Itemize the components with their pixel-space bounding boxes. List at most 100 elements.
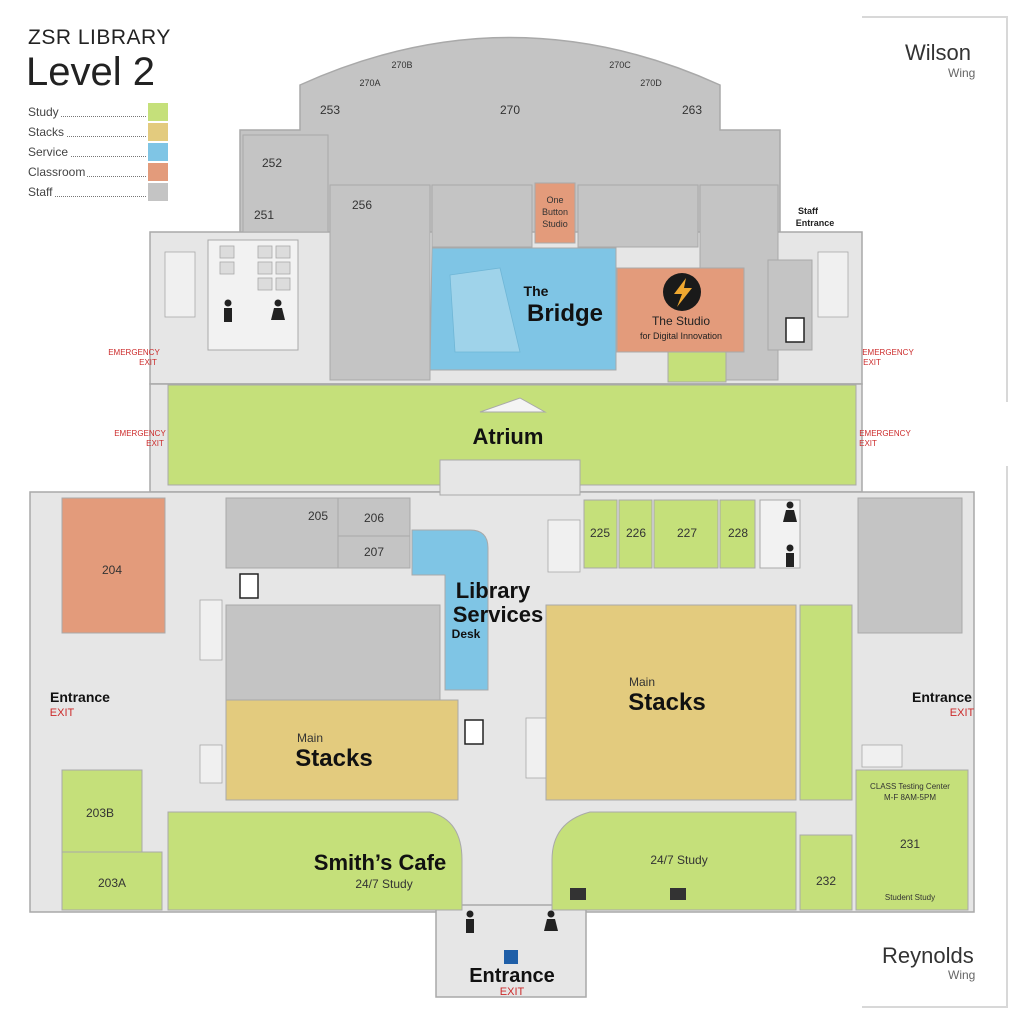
legend: Study Stacks Service Classroom Staff [28, 103, 173, 203]
wilson-wing-name: Wilson [905, 40, 972, 65]
emergency-exit-label: EXIT [863, 358, 881, 367]
staff-rooms-205-207 [225, 497, 411, 569]
entrance-main-label: Entrance [469, 965, 555, 987]
studio-sublabel: for Digital Innovation [640, 331, 722, 341]
main-stacks-right-main-label: Main [629, 675, 655, 689]
stairs [164, 251, 903, 784]
emergency-exit-label: EXIT [146, 439, 164, 448]
reynolds-wing-name: Reynolds [882, 943, 974, 968]
bridge-the-label: The [524, 283, 549, 299]
room-270-label: 270 [500, 103, 520, 117]
printer-icon [570, 888, 686, 900]
emergency-exit-label: EXIT [859, 439, 877, 448]
legend-swatch-staff [148, 183, 168, 201]
legend-item-staff: Staff [28, 183, 173, 203]
legend-swatch-service [148, 143, 168, 161]
entrance-west-label: Entrance [50, 689, 110, 705]
level-title: Level 2 [26, 50, 155, 94]
legend-label: Study [28, 105, 61, 119]
main-stacks-left [225, 699, 459, 801]
one-button-studio-room [534, 182, 576, 244]
restroom-icon [224, 299, 797, 933]
room-231-label: 231 [900, 837, 920, 851]
room-206-label: 206 [364, 511, 384, 525]
desk-label: Desk [452, 627, 481, 641]
entrance-west-exit-label: EXIT [50, 707, 75, 719]
legend-item-service: Service [28, 143, 173, 163]
room-203a-label: 203A [98, 876, 126, 890]
staff-entrance-label-1: Staff [798, 206, 819, 216]
smiths-cafe-label: Smith’s Cafe [314, 850, 446, 875]
staff-rooms-north [242, 134, 813, 381]
room-270c-label: 270C [609, 60, 631, 70]
legend-item-stacks: Stacks [28, 123, 173, 143]
study-247-east-label: 24/7 Study [650, 853, 707, 867]
room-205-label: 205 [308, 509, 328, 523]
room-256-label: 256 [352, 198, 372, 212]
class-testing-hours: M-F 8AM-5PM [884, 793, 936, 802]
study-rooms-225-228 [583, 499, 756, 569]
library-services-label-1: Library [456, 578, 531, 603]
legend-label: Staff [28, 185, 55, 199]
studio-label: The Studio [652, 314, 710, 328]
main-stacks-right-label: Stacks [628, 689, 705, 716]
legend-swatch-study [148, 103, 168, 121]
one-button-label-2: Button [542, 207, 568, 217]
entrance-east-label: Entrance [912, 689, 972, 705]
reynolds-wing-label: Wing [948, 968, 976, 982]
entrance-east-exit-label: EXIT [950, 707, 975, 719]
room-270a-label: 270A [359, 78, 380, 88]
entrance-main-exit-label: EXIT [500, 986, 525, 998]
room-253-label: 253 [320, 103, 340, 117]
room-207-label: 207 [364, 545, 384, 559]
main-stacks-left-main-label: Main [297, 731, 323, 745]
student-study-label: Student Study [885, 893, 935, 902]
emergency-exit-label: EMERGENCY [108, 348, 160, 357]
staff-entrance-label-2: Entrance [796, 218, 835, 228]
legend-label: Classroom [28, 165, 88, 179]
study-247-east [551, 811, 797, 911]
main-stacks-left-label: Stacks [295, 745, 372, 772]
emergency-exit-label: EMERGENCY [114, 429, 166, 438]
room-225-label: 225 [590, 526, 610, 540]
library-name: ZSR LIBRARY [28, 26, 171, 49]
class-testing-label: CLASS Testing Center [870, 782, 950, 791]
smiths-cafe-area [167, 811, 463, 911]
emergency-exit-label: EXIT [139, 358, 157, 367]
room-204 [61, 497, 166, 634]
legend-swatch-classroom [148, 163, 168, 181]
room-252-label: 252 [262, 156, 282, 170]
legend-item-study: Study [28, 103, 173, 123]
bridge-label: Bridge [527, 300, 603, 327]
smiths-cafe-sublabel: 24/7 Study [355, 877, 412, 891]
emergency-exit-label: EMERGENCY [862, 348, 914, 357]
room-270b-label: 270B [391, 60, 412, 70]
room-203b-label: 203B [86, 806, 114, 820]
room-204-label: 204 [102, 563, 122, 577]
room-251-label: 251 [254, 208, 274, 222]
reynolds-wing-frame [862, 466, 1008, 1008]
library-services-label-2: Services [453, 602, 544, 627]
elevator-icon [239, 317, 805, 745]
room-270d-label: 270D [640, 78, 662, 88]
legend-swatch-stacks [148, 123, 168, 141]
legend-label: Service [28, 145, 71, 159]
wilson-wing-label: Wing [948, 66, 976, 80]
room-226-label: 226 [626, 526, 646, 540]
room-228-label: 228 [728, 526, 748, 540]
legend-item-classroom: Classroom [28, 163, 173, 183]
lightning-icon [674, 278, 692, 307]
room-232-label: 232 [816, 874, 836, 888]
one-button-label-1: One [546, 195, 563, 205]
main-stacks-right [545, 604, 797, 801]
restrooms-north [207, 239, 299, 351]
emergency-exit-label: EMERGENCY [859, 429, 911, 438]
room-263-label: 263 [682, 103, 702, 117]
library-services-desk-area [411, 529, 489, 691]
legend-label: Stacks [28, 125, 67, 139]
wilson-wing-frame [862, 16, 1008, 402]
room-227-label: 227 [677, 526, 697, 540]
atrium-label: Atrium [473, 424, 544, 449]
accessible-icon [504, 950, 518, 964]
